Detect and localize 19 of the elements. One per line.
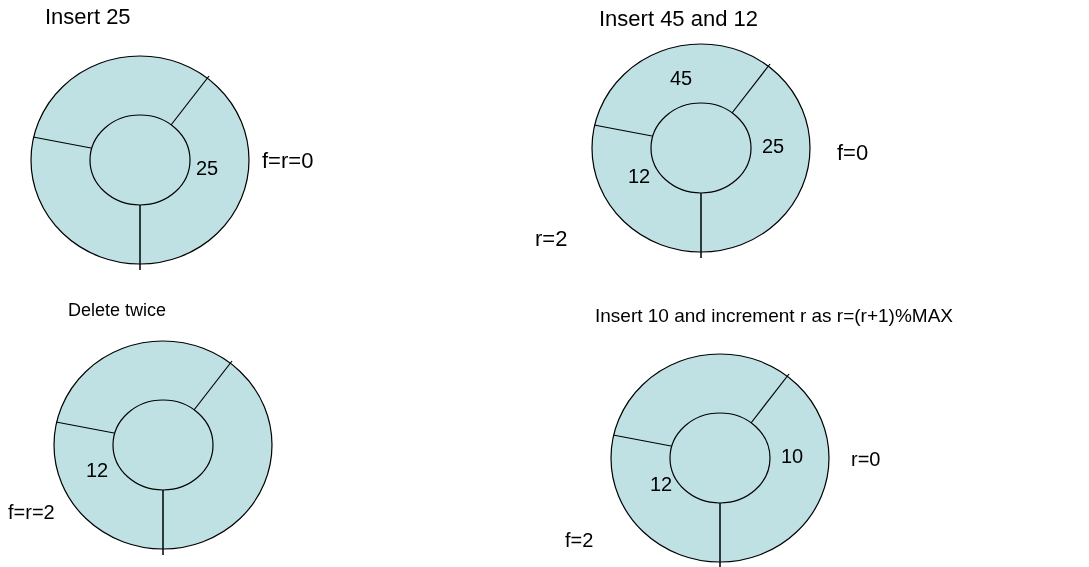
operation-heading: Insert 25 (45, 6, 131, 28)
pointer-label: f=0 (837, 142, 869, 164)
pointer-label: r=2 (535, 228, 568, 250)
queue-value: 10 (781, 446, 804, 466)
queue-value: 25 (762, 136, 785, 156)
queue-value: 12 (650, 474, 673, 494)
operation-heading: Delete twice (68, 301, 167, 319)
circular-queue (28, 6, 252, 272)
pointer-label: f=2 (565, 530, 594, 550)
queue-value: 45 (670, 68, 693, 88)
pointer-label: r=0 (851, 449, 881, 469)
circular-queue (595, 306, 953, 567)
operation-heading: Insert 10 and increment r as r=(r+1)%MAX (595, 306, 953, 325)
queue-value: 12 (628, 166, 651, 186)
pointer-label: f=r=2 (8, 502, 55, 522)
operation-heading: Insert 45 and 12 (599, 8, 758, 30)
queue-value: 12 (86, 460, 109, 480)
queue-value: 25 (196, 158, 219, 178)
pointer-label: f=r=0 (262, 150, 314, 172)
